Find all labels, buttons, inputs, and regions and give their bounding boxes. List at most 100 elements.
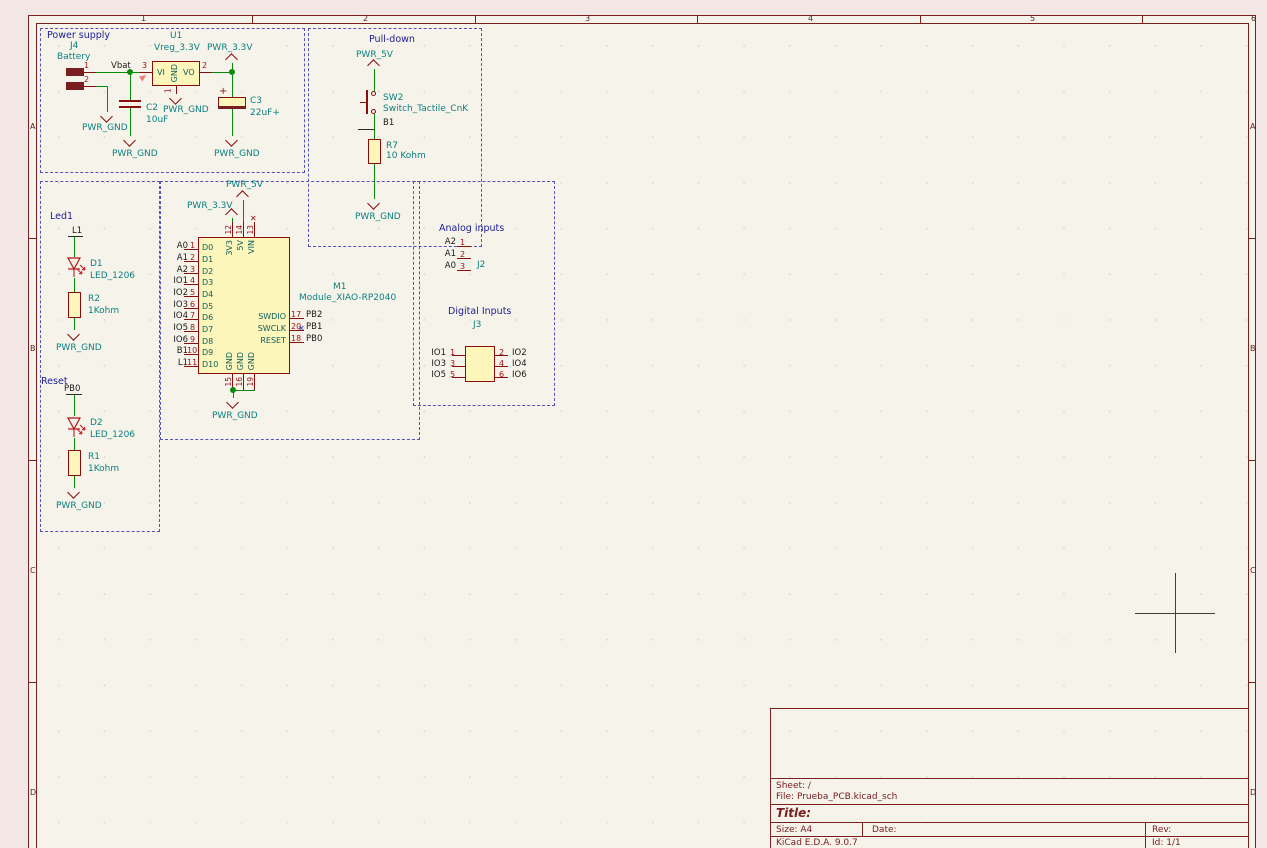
section-box-io[interactable] <box>413 181 555 406</box>
section-box-power-supply[interactable] <box>40 28 305 173</box>
titleblock-rev[interactable]: Rev: <box>1152 825 1172 835</box>
wire[interactable] <box>374 114 375 139</box>
net-label-vbat[interactable]: Vbat <box>111 61 131 71</box>
connector-body-j3[interactable] <box>465 346 495 382</box>
wire[interactable] <box>232 218 233 222</box>
power-label-gnd[interactable]: PWR_GND <box>112 149 158 159</box>
u1-value[interactable]: Vreg_3.3V <box>154 43 200 53</box>
net-label[interactable]: IO2 <box>173 288 188 298</box>
module-body-m1[interactable] <box>198 237 290 374</box>
net-label[interactable]: A1 <box>444 249 456 259</box>
j2-ref[interactable]: J2 <box>477 260 486 270</box>
net-label[interactable]: IO6 <box>173 335 188 345</box>
wire[interactable] <box>212 72 233 73</box>
power-label-3v3[interactable]: PWR_3.3V <box>207 43 253 53</box>
net-label[interactable]: B1 <box>176 346 188 356</box>
net-label[interactable]: IO5 <box>173 323 188 333</box>
net-label[interactable]: A2 <box>444 237 456 247</box>
section-title-reset[interactable]: Reset <box>41 376 68 387</box>
c3-value[interactable]: 22uF+ <box>250 108 280 118</box>
net-label-b1[interactable]: B1 <box>383 118 395 128</box>
section-title-led1[interactable]: Led1 <box>50 211 74 222</box>
net-label[interactable]: A1 <box>176 253 188 263</box>
wire[interactable] <box>96 86 107 87</box>
wire[interactable] <box>74 395 75 416</box>
wire[interactable] <box>107 86 108 112</box>
wire[interactable] <box>232 63 233 72</box>
wire[interactable] <box>233 390 234 398</box>
wire[interactable] <box>74 476 75 488</box>
wire[interactable] <box>232 75 233 97</box>
r1-ref[interactable]: R1 <box>88 452 100 462</box>
power-label-gnd[interactable]: PWR_GND <box>82 123 128 133</box>
net-label[interactable]: IO4 <box>512 359 527 369</box>
wire[interactable] <box>74 278 75 292</box>
net-label[interactable]: IO2 <box>512 348 527 358</box>
r2-ref[interactable]: R2 <box>88 294 100 304</box>
section-title-pull-down[interactable]: Pull-down <box>369 34 415 45</box>
wire[interactable] <box>74 318 75 330</box>
power-label-gnd[interactable]: PWR_GND <box>56 501 102 511</box>
net-label[interactable]: IO1 <box>173 276 188 286</box>
r2-value[interactable]: 1Kohm <box>88 306 120 316</box>
m1-ref[interactable]: M1 <box>333 282 347 292</box>
section-box-module[interactable] <box>160 181 420 440</box>
d1-ref[interactable]: D1 <box>90 259 103 269</box>
resistor-body-r2[interactable] <box>68 292 81 318</box>
section-box-pull-down[interactable] <box>308 28 482 247</box>
j3-ref[interactable]: J3 <box>473 320 482 330</box>
section-title-power-supply[interactable]: Power supply <box>47 30 111 41</box>
net-label[interactable]: PB0 <box>306 334 323 344</box>
titleblock-sheet[interactable]: Sheet: / <box>776 781 811 791</box>
no-connect-x[interactable]: ✕ <box>250 214 257 223</box>
net-label[interactable]: A0 <box>444 261 456 271</box>
led-symbol-d2[interactable] <box>63 416 87 440</box>
net-label[interactable]: IO3 <box>431 359 446 369</box>
wire[interactable] <box>232 390 255 391</box>
net-label[interactable]: IO3 <box>173 300 188 310</box>
titleblock-title[interactable]: Title: <box>776 806 812 820</box>
power-label-gnd[interactable]: PWR_GND <box>355 212 401 222</box>
wire[interactable] <box>374 69 375 91</box>
net-label[interactable]: IO4 <box>173 311 188 321</box>
power-label-gnd[interactable]: PWR_GND <box>163 105 209 115</box>
c2-ref[interactable]: C2 <box>146 103 159 113</box>
net-label[interactable]: A2 <box>176 265 188 275</box>
regulator-body-u1[interactable] <box>152 61 200 86</box>
power-label-5v[interactable]: PWR_5V <box>226 180 263 190</box>
sw2-value[interactable]: Switch_Tactile_CnK <box>383 104 469 114</box>
power-label-3v3[interactable]: PWR_3.3V <box>187 201 233 211</box>
titleblock-size[interactable]: Size: A4 <box>776 825 813 835</box>
wire[interactable] <box>130 108 131 136</box>
wire[interactable] <box>374 164 375 199</box>
power-label-5v[interactable]: PWR_5V <box>356 50 393 60</box>
resistor-body-r7[interactable] <box>368 139 381 164</box>
capacitor-plate[interactable] <box>119 106 141 108</box>
titleblock-date[interactable]: Date: <box>872 825 897 835</box>
resistor-body-r1[interactable] <box>68 450 81 476</box>
r7-value[interactable]: 10 Kohm <box>386 151 426 161</box>
section-title-analog[interactable]: Analog inputs <box>439 223 505 234</box>
net-label[interactable]: L1 <box>177 358 188 368</box>
wire[interactable] <box>130 72 131 100</box>
no-connect-x[interactable]: ✕ <box>298 324 305 333</box>
net-label-pb0[interactable]: PB0 <box>64 384 81 394</box>
r7-ref[interactable]: R7 <box>386 141 398 151</box>
wire[interactable] <box>74 237 75 257</box>
power-label-gnd[interactable]: PWR_GND <box>214 149 260 159</box>
led-symbol-d1[interactable] <box>63 256 87 280</box>
section-title-digital[interactable]: Digital Inputs <box>448 306 512 317</box>
wire[interactable] <box>232 109 233 136</box>
net-label[interactable]: PB2 <box>306 310 323 320</box>
d2-value[interactable]: LED_1206 <box>90 430 136 440</box>
battery-pin-symbol[interactable] <box>66 82 84 90</box>
m1-value[interactable]: Module_XIAO-RP2040 <box>299 293 397 303</box>
wire[interactable] <box>74 438 75 450</box>
net-label[interactable]: IO1 <box>431 348 446 358</box>
sw2-ref[interactable]: SW2 <box>383 93 404 103</box>
c2-value[interactable]: 10uF <box>146 115 169 125</box>
net-label[interactable]: PB1 <box>306 322 323 332</box>
j4-ref[interactable]: J4 <box>70 41 79 51</box>
capacitor-plate[interactable] <box>119 100 141 102</box>
